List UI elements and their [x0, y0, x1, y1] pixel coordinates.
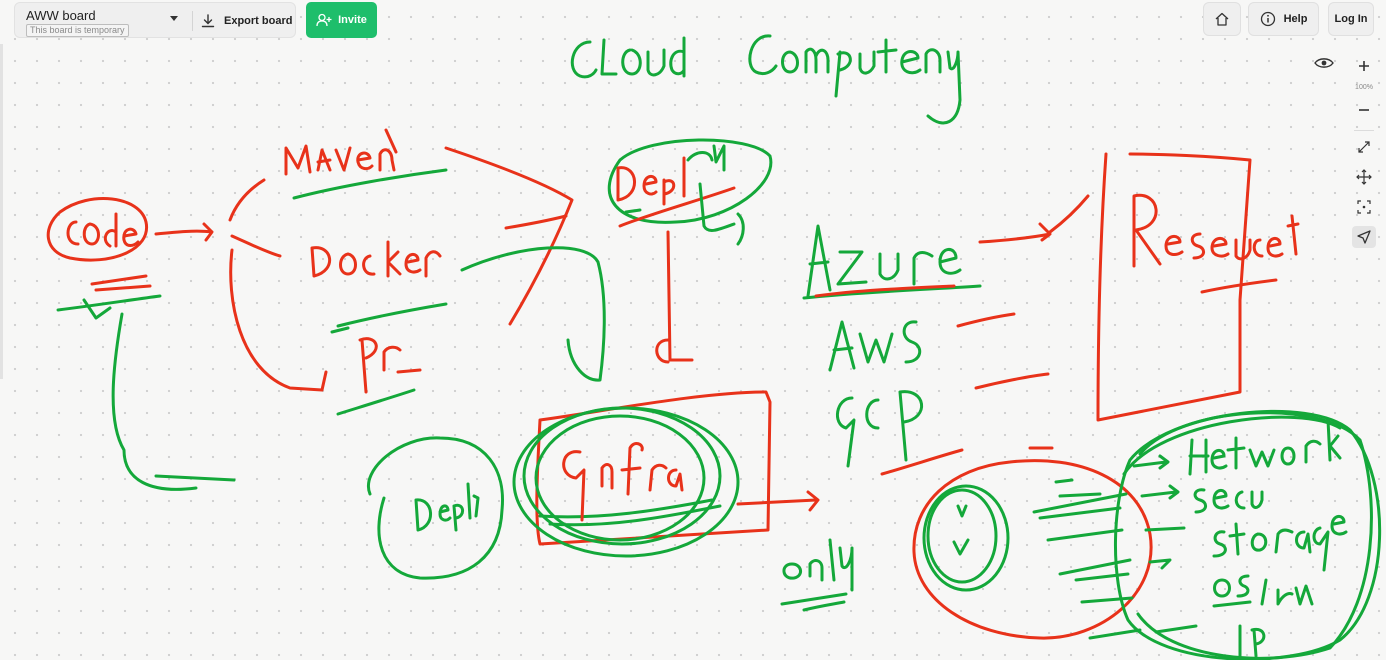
home-button[interactable]: [1203, 2, 1241, 36]
help-label: Help: [1283, 13, 1308, 25]
maven-label: [284, 128, 398, 176]
deploy-top-node: [607, 138, 773, 364]
deploy-bottom-node: [366, 436, 504, 580]
zoom-in-button[interactable]: [1352, 55, 1376, 77]
board-name[interactable]: AWW board: [26, 8, 96, 23]
temporary-board-badge: This board is temporary: [26, 24, 129, 37]
focus-button[interactable]: [1352, 196, 1376, 218]
login-button[interactable]: Log In: [1328, 2, 1374, 36]
docker-to-infra-curve: [460, 246, 606, 382]
plus-icon: [1359, 61, 1369, 71]
code-green-lines: [56, 294, 236, 491]
fit-screen-button[interactable]: [1352, 136, 1376, 158]
invite-label: Invite: [338, 14, 367, 26]
eye-icon: [1314, 58, 1334, 68]
add-user-icon: [316, 13, 332, 27]
pointer-tool-button[interactable]: [1352, 226, 1376, 248]
pr-label: [358, 337, 422, 394]
pan-button[interactable]: [1352, 166, 1376, 188]
help-button[interactable]: Help: [1248, 2, 1319, 36]
invite-button[interactable]: Invite: [306, 2, 377, 38]
zoom-out-button[interactable]: [1352, 99, 1376, 121]
expand-icon: [1358, 141, 1370, 153]
title-ink: [570, 34, 962, 125]
view-mode-button[interactable]: [1311, 52, 1337, 74]
code-node: [46, 197, 214, 292]
toolbar-divider: [1354, 130, 1374, 131]
aws-label: [828, 312, 1016, 372]
zoom-level: 100%: [1355, 84, 1373, 91]
resources-node: [1096, 152, 1300, 422]
focus-icon: [1357, 200, 1371, 214]
chevron-down-icon[interactable]: [170, 16, 178, 21]
branch-arrows: [228, 178, 328, 392]
export-board-label: Export board: [224, 15, 293, 27]
maven-underline: [292, 168, 448, 200]
minus-icon: [1359, 109, 1369, 111]
export-board-button[interactable]: Export board: [201, 8, 292, 34]
docker-underline: [336, 302, 448, 328]
info-icon: [1260, 11, 1275, 27]
only-label: [780, 538, 854, 612]
board-menu[interactable]: AWW board This board is temporary Export…: [14, 2, 296, 38]
deploy-arrows: [444, 146, 574, 326]
home-icon: [1215, 12, 1229, 26]
gcp-label: [836, 372, 1050, 476]
menu-divider: [192, 11, 193, 31]
pointer-icon: [1357, 230, 1371, 244]
services-node: [1113, 409, 1382, 660]
azure-label: [802, 194, 1090, 300]
vm-node: [912, 446, 1153, 640]
infra-node: [512, 390, 820, 558]
download-icon: [201, 14, 215, 28]
docker-label: [310, 240, 442, 278]
left-scroll-edge: [0, 44, 3, 379]
move-icon: [1356, 169, 1372, 185]
login-label: Log In: [1334, 13, 1368, 25]
